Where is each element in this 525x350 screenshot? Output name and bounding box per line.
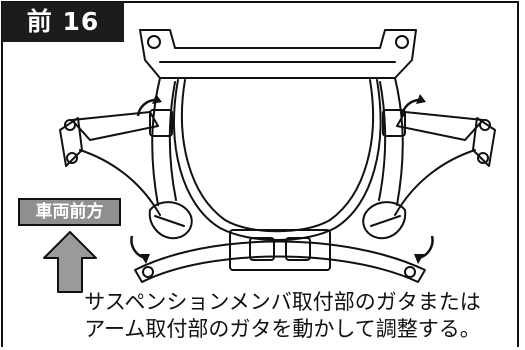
arrowhead-icon bbox=[152, 94, 162, 104]
arrowhead-icon bbox=[140, 254, 150, 264]
figure-label: 前 16 bbox=[2, 2, 124, 42]
center-bowl bbox=[173, 79, 382, 241]
figure-frame bbox=[1, 1, 519, 347]
caption-line-1: サスペンションメンバ取付部のガタまたは bbox=[84, 290, 481, 314]
arrowhead-icon bbox=[414, 254, 424, 264]
caption-line-2: アーム取付部のガタを動かして調整する。 bbox=[84, 317, 481, 341]
top-crossmember bbox=[139, 29, 417, 79]
adjust-arrows bbox=[130, 98, 434, 260]
left-suspension-arm bbox=[59, 77, 193, 240]
vehicle-front-label: 車両前方 bbox=[18, 198, 121, 226]
bottom-crossmember bbox=[134, 229, 426, 283]
arrowhead-icon bbox=[416, 94, 426, 104]
up-arrow-icon bbox=[43, 231, 97, 293]
right-suspension-arm bbox=[362, 77, 496, 240]
